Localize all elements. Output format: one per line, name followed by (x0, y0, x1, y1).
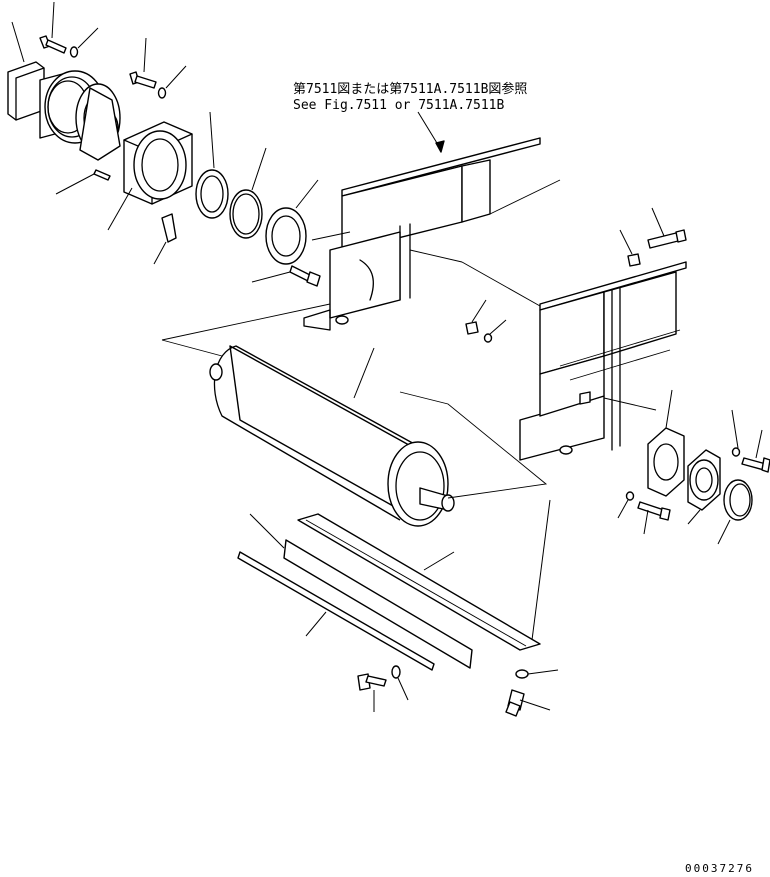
reference-note: 第7511図または第7511A.7511B図参照 See Fig.7511 or… (293, 81, 527, 153)
scraper-strip-lower (237, 551, 435, 671)
reference-arrowhead (435, 140, 445, 153)
frame-nut-right (619, 229, 641, 267)
scraper-strip-middle (249, 513, 473, 669)
reference-note-en: See Fig.7511 or 7511A.7511B (293, 98, 504, 113)
drive-flange (79, 87, 121, 161)
right-bolt-top (731, 409, 770, 473)
bearing-ring (195, 111, 229, 219)
part-id-number: 00037276 (685, 862, 754, 875)
bearing-bolt (129, 37, 157, 89)
strip-washer-right (515, 669, 559, 679)
right-bolt-bottom (617, 491, 671, 535)
bearing-housing (107, 121, 193, 231)
right-bearing-plate (647, 389, 685, 497)
frame-nut-left (465, 299, 507, 343)
reference-arrow-line (417, 111, 441, 149)
drum-roller (161, 303, 548, 527)
frame-upper (303, 137, 561, 331)
grease-nipple (153, 213, 177, 265)
bearing-washer (157, 65, 187, 99)
frame-right (519, 261, 687, 461)
seal-ring (229, 147, 267, 239)
frame-bolt-right (647, 207, 687, 249)
strip-bolt-right (505, 689, 551, 717)
reference-note-ja: 第7511図または第7511A.7511B図参照 (293, 81, 527, 97)
scraper-strip-upper (297, 499, 551, 651)
washer-top-left (69, 27, 99, 58)
frame-bolt (251, 265, 321, 287)
strip-bolt (357, 665, 409, 712)
dowel-pin (55, 169, 111, 195)
right-bearing-cap (717, 479, 753, 545)
cover-plate (265, 179, 319, 265)
right-bearing-unit (687, 449, 721, 525)
bolt-top-left (39, 1, 67, 54)
leader-motor (11, 21, 25, 63)
